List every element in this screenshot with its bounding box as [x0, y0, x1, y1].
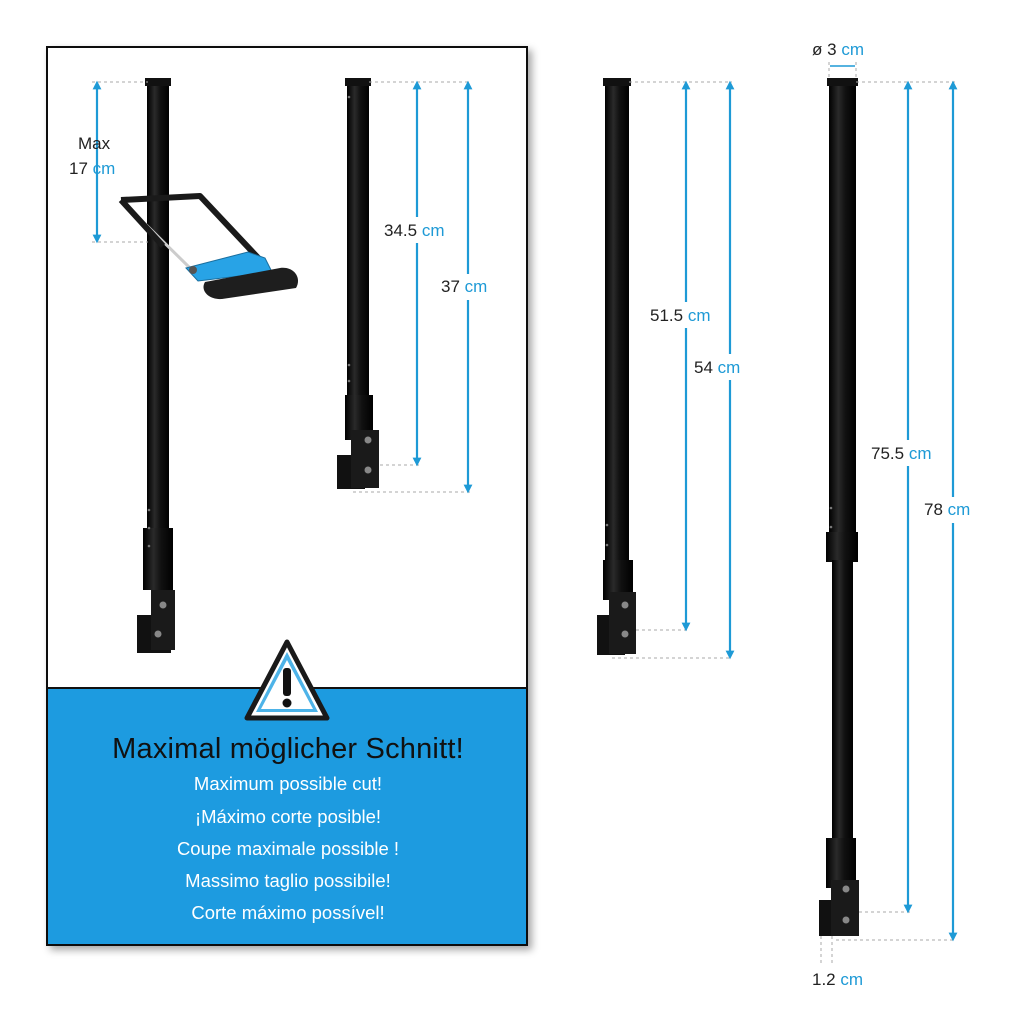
max-cut-label: Max	[78, 134, 111, 153]
pole-max-cut	[137, 78, 175, 653]
warning-line-en: Maximum possible cut!	[193, 773, 383, 794]
hacksaw-icon	[118, 193, 299, 300]
pole2-outer-label: 54 cm	[694, 358, 740, 377]
pole-78cm	[819, 78, 859, 936]
warning-line-it: Massimo taglio possibile!	[185, 870, 391, 891]
warning-line-pt: Corte máximo possível!	[191, 902, 385, 923]
pole-54cm	[597, 78, 636, 655]
pole2-inner-label: 51.5 cm	[650, 306, 711, 325]
pole1-inner-label: 34.5 cm	[384, 221, 445, 240]
max-cut-value-label: 17 cm	[69, 159, 115, 178]
warning-line-fr: Coupe maximale possible !	[176, 838, 400, 859]
pole3-inner-label: 75.5 cm	[871, 444, 932, 463]
label-backgrounds	[380, 217, 984, 523]
warning-line-es: ¡Máximo corte posible!	[194, 806, 382, 827]
warning-title: Maximal möglicher Schnitt!	[112, 733, 464, 765]
offset-label: 1.2 cm	[812, 970, 863, 989]
warning-triangle-icon	[244, 639, 330, 721]
pole1-outer-label: 37 cm	[441, 277, 487, 296]
warning-banner	[48, 688, 526, 944]
pole3-outer-label: 78 cm	[924, 500, 970, 519]
diameter-label: ø 3 cm	[812, 40, 864, 59]
pole-37cm	[337, 78, 379, 489]
cut-info-panel	[46, 46, 528, 946]
dimension-labels: Max 17 cm 34.5 cm 37 cm 51.5 cm 54 cm 75…	[69, 40, 970, 989]
